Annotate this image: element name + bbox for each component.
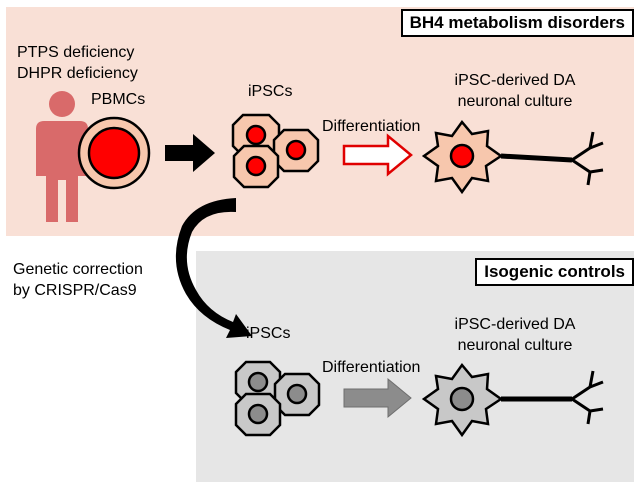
patient-dhpr-label: DHPR deficiency: [17, 65, 138, 82]
differentiation-arrow-bottom-icon: [343, 377, 412, 419]
bh4-disorders-title: BH4 metabolism disorders: [400, 9, 634, 37]
neuron-top-label-line1: iPSC-derived DA: [454, 72, 576, 89]
correction-label-line1: Genetic correction: [13, 261, 143, 278]
ipscs-top-label: iPSCs: [248, 83, 293, 100]
pbmc-cell-icon: [77, 116, 151, 190]
neuron-bottom-label-line2: neuronal culture: [457, 337, 573, 354]
neuron-top-label-line2: neuronal culture: [457, 93, 573, 110]
control-ipsc-colony-icon: [234, 360, 321, 437]
reprogramming-arrow-icon: [165, 134, 215, 172]
differentiation-top-label: Differentiation: [322, 118, 421, 135]
genetic-correction-arrow-icon: [175, 198, 252, 338]
patient-ipsc-colony-icon: [231, 113, 320, 189]
patient-da-neuron-icon: [421, 119, 604, 195]
correction-label-line2: by CRISPR/Cas9: [13, 282, 137, 299]
patient-figure-icon: [36, 91, 88, 222]
differentiation-bottom-label: Differentiation: [322, 359, 421, 376]
patient-ptps-label: PTPS deficiency: [17, 44, 135, 61]
differentiation-arrow-top-icon: [342, 133, 413, 177]
control-da-neuron-icon: [421, 362, 604, 438]
isogenic-controls-title: Isogenic controls: [475, 258, 634, 286]
pbmcs-label: PBMCs: [91, 91, 146, 108]
neuron-bottom-label-line1: iPSC-derived DA: [454, 316, 576, 333]
ipscs-bottom-label: iPSCs: [246, 325, 291, 342]
